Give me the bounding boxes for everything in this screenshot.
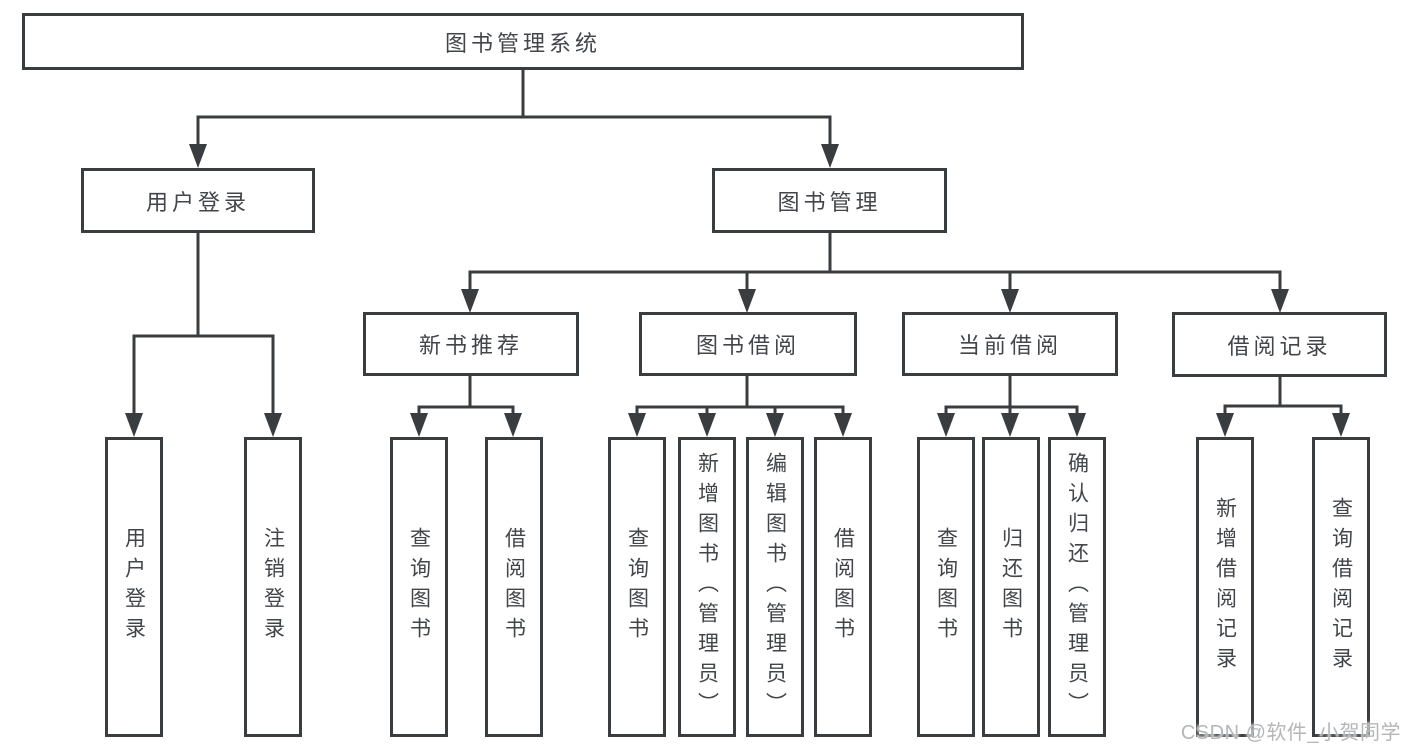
leaf-query-borrow-record: 查询借阅记录 [1312,437,1370,737]
node-library-management-system: 图书管理系统 [22,13,1024,70]
node-current-borrow: 当前借阅 [902,312,1118,376]
node-book-management: 图书管理 [712,168,947,233]
connector-borrow-records [1223,375,1343,414]
leaf-return-book: 归还图书 [982,437,1040,737]
leaf-query-books-current: 查询图书 [917,437,975,737]
leaf-add-borrow-record: 新增借阅记录 [1196,437,1254,737]
leaf-user-login: 用户登录 [105,437,163,737]
leaf-add-book-admin: 新增图书（管理员） [678,437,736,737]
connector-book-borrow [635,375,845,414]
connector-user-login-branch [132,233,275,414]
leaf-confirm-return-admin: 确认归还（管理员） [1048,437,1106,737]
node-book-borrow: 图书借阅 [639,312,857,376]
connector-current-borrow [944,375,1079,414]
csdn-watermark: CSDN @软件_小贺同学 [1180,722,1401,744]
connector-new-book-recommend [417,375,515,414]
leaf-edit-book-admin: 编辑图书（管理员） [746,437,804,737]
node-user-login-branch: 用户登录 [81,168,315,233]
leaf-borrow-books: 借阅图书 [814,437,872,737]
leaf-logout: 注销登录 [244,437,302,737]
leaf-query-books-borrow: 查询图书 [608,437,666,737]
connector-book-management-to-sections [468,233,1282,290]
node-new-book-recommend: 新书推荐 [363,312,579,376]
leaf-query-books-recommend: 查询图书 [390,437,448,737]
leaf-borrow-books-recommend: 借阅图书 [485,437,543,737]
node-borrow-records: 借阅记录 [1172,312,1387,377]
connector-root-to-branches [196,69,832,146]
